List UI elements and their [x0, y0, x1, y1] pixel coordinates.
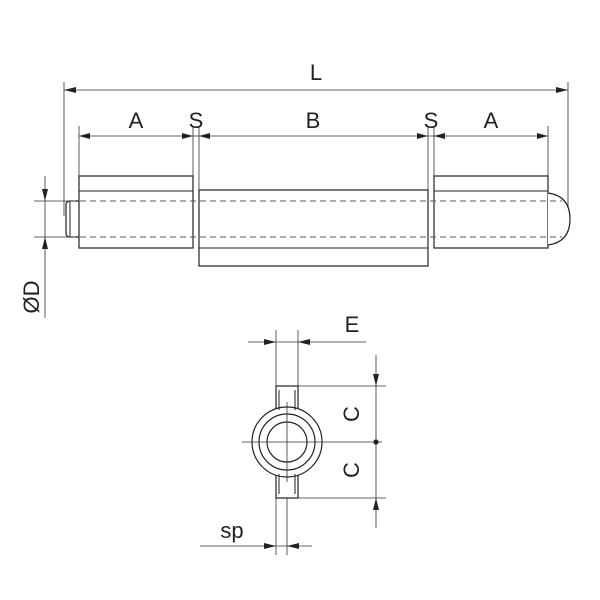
label-L: L	[310, 60, 322, 85]
right-dome-end	[547, 192, 571, 246]
dimension-L: L	[64, 60, 568, 93]
label-sp: sp	[220, 518, 243, 543]
label-C-bottom: C	[339, 462, 364, 478]
left-pin-tip	[65, 200, 79, 238]
label-B: B	[306, 108, 321, 133]
right-knuckle	[433, 175, 549, 249]
left-knuckle	[78, 175, 194, 249]
label-D: ØD	[19, 281, 44, 314]
label-C-top: C	[339, 406, 364, 422]
dimension-E: E	[248, 312, 366, 395]
dimension-sp: sp	[200, 498, 312, 555]
label-A-right: A	[484, 108, 499, 133]
label-E: E	[345, 312, 360, 337]
middle-knuckle	[198, 189, 429, 267]
dimension-chain: A S B S A	[79, 108, 548, 139]
hinge-side	[65, 175, 571, 267]
dimension-C: C C	[298, 355, 386, 528]
end-view: E C C	[200, 312, 386, 555]
dimension-D: ØD	[19, 176, 70, 318]
label-S-right: S	[424, 108, 439, 133]
label-S-left: S	[189, 108, 204, 133]
hinge-cross-section	[242, 385, 323, 499]
side-view: L A S B S A	[19, 60, 571, 318]
label-A-left: A	[129, 108, 144, 133]
